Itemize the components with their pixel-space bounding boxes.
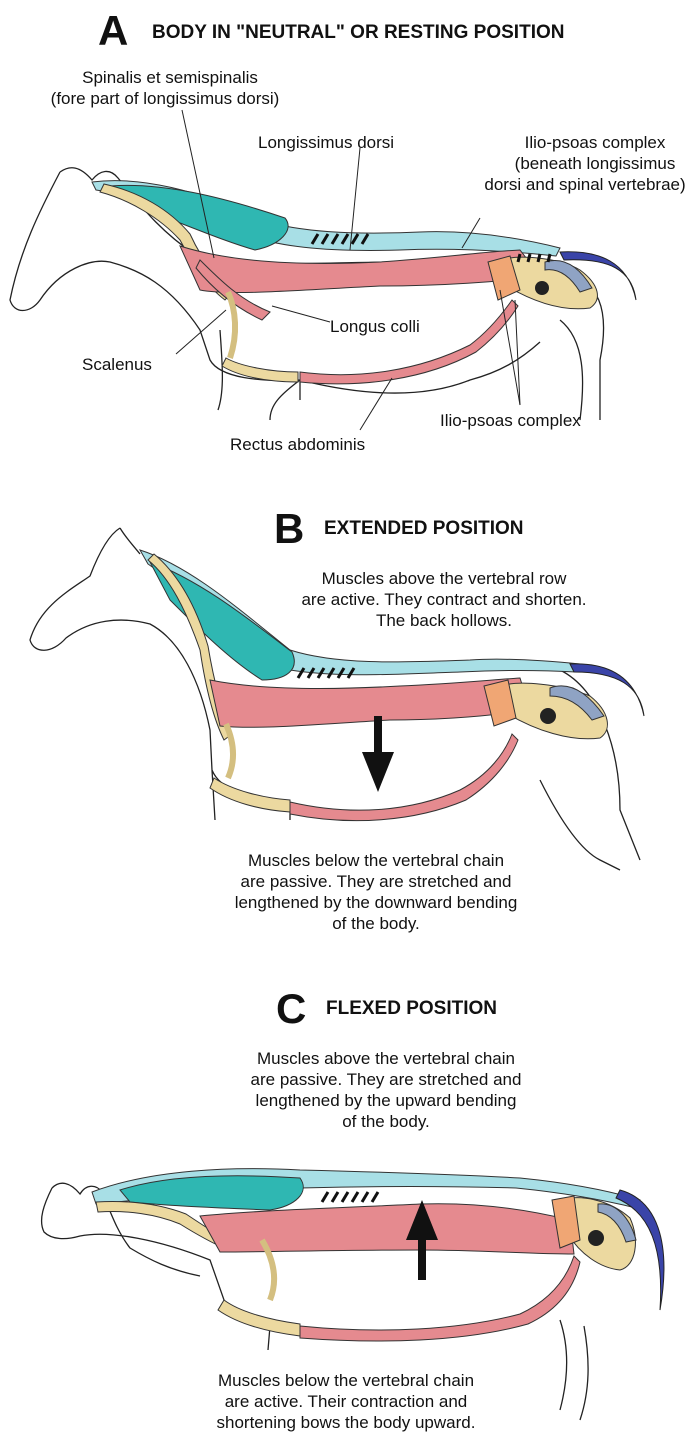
down-arrow	[362, 716, 394, 792]
label-longissimus: Longissimus dorsi	[258, 132, 394, 153]
longissimus-muscle	[200, 1204, 574, 1254]
label-iliopsoas-top-3: dorsi and spinal vertebrae)	[440, 174, 692, 195]
panel-b-extended: B EXTENDED POSITION Muscles above the ve…	[0, 490, 692, 960]
caption-line: Muscles below the vertebral chain	[226, 850, 526, 871]
panel-c-top-caption: Muscles above the vertebral chain are pa…	[236, 1048, 536, 1132]
caption-line: lengthened by the upward bending	[236, 1090, 536, 1111]
scalenus-rib	[226, 724, 233, 778]
label-spinalis-line1: Spinalis et semispinalis	[10, 67, 330, 88]
sternum	[222, 358, 298, 382]
label-spinalis-line2: (fore part of longissimus dorsi)	[0, 88, 330, 109]
panel-c-bottom-caption: Muscles below the vertebral chain are ac…	[196, 1370, 496, 1433]
sternum	[218, 1300, 300, 1336]
dorsal-spines	[322, 1192, 378, 1202]
caption-line: of the body.	[226, 913, 526, 934]
rectus-abdominis-muscle	[290, 734, 518, 821]
longissimus-muscle	[180, 246, 540, 293]
label-iliopsoas-bottom: Ilio-psoas complex	[440, 410, 581, 431]
caption-line: Muscles below the vertebral chain	[196, 1370, 496, 1391]
caption-line: lengthened by the downward bending	[226, 892, 526, 913]
panel-b-bottom-caption: Muscles below the vertebral chain are pa…	[226, 850, 526, 934]
caption-line: Muscles above the vertebral chain	[236, 1048, 536, 1069]
label-iliopsoas-top-1: Ilio-psoas complex	[460, 132, 692, 153]
horse-illustration-extended	[0, 520, 692, 900]
caption-line: are passive. They are stretched and	[226, 871, 526, 892]
label-scalenus: Scalenus	[82, 354, 152, 375]
panel-c-letter: C	[276, 988, 306, 1030]
sternum	[210, 778, 290, 812]
caption-line: of the body.	[236, 1111, 536, 1132]
panel-a-neutral: A BODY IN "NEUTRAL" OR RESTING POSITION	[0, 0, 692, 470]
scalenus-rib	[228, 292, 235, 358]
label-longus-colli: Longus colli	[330, 316, 420, 337]
rectus-abdominis-muscle	[300, 1256, 580, 1341]
panel-c-title: FLEXED POSITION	[326, 998, 497, 1020]
label-iliopsoas-top-2: (beneath longissimus	[460, 153, 692, 174]
caption-line: shortening bows the body upward.	[196, 1412, 496, 1433]
rectus-abdominis-muscle	[300, 300, 518, 384]
panel-c-flexed: C FLEXED POSITION Muscles above the vert…	[0, 980, 692, 1441]
caption-line: are passive. They are stretched and	[236, 1069, 536, 1090]
longissimus-muscle	[210, 678, 530, 727]
label-rectus-abdominis: Rectus abdominis	[230, 434, 365, 455]
caption-line: are active. Their contraction and	[196, 1391, 496, 1412]
